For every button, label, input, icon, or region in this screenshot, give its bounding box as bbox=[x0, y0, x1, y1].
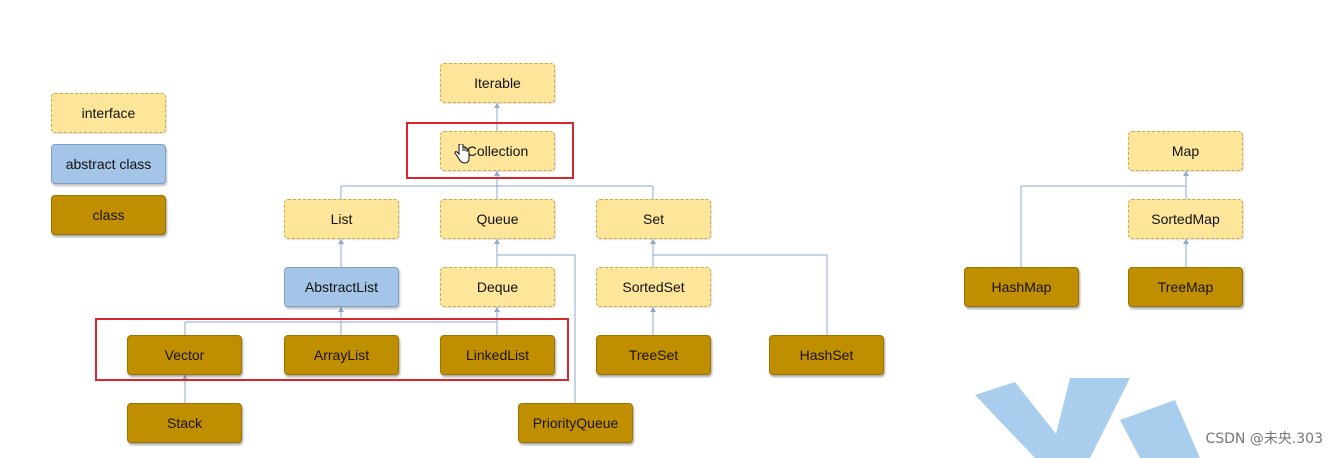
node-abstract-list: AbstractList bbox=[284, 267, 399, 307]
legend-abstract-class: abstract class bbox=[51, 144, 166, 184]
node-list: List bbox=[284, 199, 399, 239]
node-vector: Vector bbox=[127, 335, 242, 375]
node-hash-set: HashSet bbox=[769, 335, 884, 375]
highlight-collection bbox=[406, 122, 574, 179]
node-iterable: Iterable bbox=[440, 63, 555, 103]
node-tree-set: TreeSet bbox=[596, 335, 711, 375]
node-queue: Queue bbox=[440, 199, 555, 239]
node-priority-queue: PriorityQueue bbox=[518, 403, 633, 443]
node-sorted-map: SortedMap bbox=[1128, 199, 1243, 239]
node-array-list: ArrayList bbox=[284, 335, 399, 375]
node-hash-map: HashMap bbox=[964, 267, 1079, 307]
node-set: Set bbox=[596, 199, 711, 239]
node-deque: Deque bbox=[440, 267, 555, 307]
node-sorted-set: SortedSet bbox=[596, 267, 711, 307]
node-linked-list: LinkedList bbox=[440, 335, 555, 375]
highlight-list-classes bbox=[95, 318, 569, 381]
watermark-text: CSDN @未央.303 bbox=[1205, 431, 1323, 447]
legend-interface: interface bbox=[51, 93, 166, 133]
node-tree-map: TreeMap bbox=[1128, 267, 1243, 307]
node-stack: Stack bbox=[127, 403, 242, 443]
legend-class: class bbox=[51, 195, 166, 235]
hand-cursor-icon bbox=[454, 144, 470, 164]
node-map: Map bbox=[1128, 131, 1243, 171]
